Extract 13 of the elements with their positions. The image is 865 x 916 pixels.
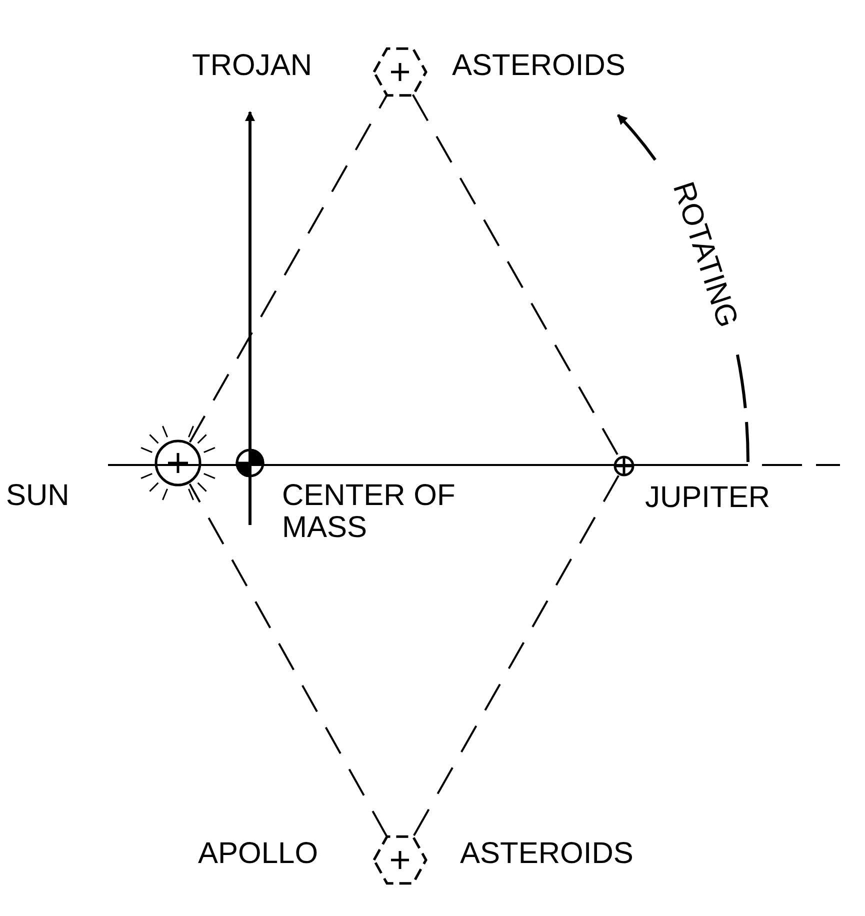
name-label: TROJAN — [192, 50, 313, 82]
name-label: JUPITER — [645, 482, 772, 514]
name-label: ASTEROIDS — [460, 838, 634, 870]
name-label: SUN — [6, 480, 70, 512]
dashed-line — [412, 94, 620, 457]
circle-symbol — [611, 453, 637, 479]
name-label: APOLLO — [198, 838, 320, 870]
dashed-line — [188, 483, 388, 838]
name-label: CENTER OF MASS — [282, 480, 456, 543]
name-label: ASTEROIDS — [452, 50, 626, 82]
dashed-line — [188, 94, 388, 443]
center-of-mass-icon — [233, 446, 267, 480]
dashed-line — [412, 475, 620, 838]
